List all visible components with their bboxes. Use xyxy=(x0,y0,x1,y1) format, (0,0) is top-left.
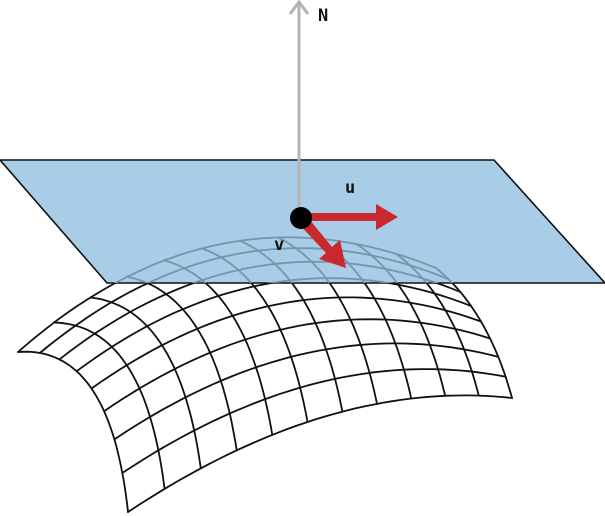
arrow-down-right-icon xyxy=(297,214,346,268)
surface-ghost-grid-meridian xyxy=(126,275,238,283)
u-label: u xyxy=(345,178,355,198)
surface-ghost-grid-meridian xyxy=(355,243,447,283)
surface-ghost-grid-meridian xyxy=(90,298,200,469)
surface-ghost-grid-parallel xyxy=(114,343,498,439)
surface-ghost-grid-meridian xyxy=(395,252,480,283)
surface-ghost-grid-meridian xyxy=(239,239,344,283)
surface-grid-parallel xyxy=(113,342,500,441)
surface-grid-meridian xyxy=(89,296,202,470)
surface-grid-parallel xyxy=(127,394,513,513)
surface-ghost-grid-parallel xyxy=(38,247,450,283)
surface-ghost-grid-parallel xyxy=(58,260,462,283)
normal-label: N xyxy=(318,6,328,26)
normal-vector: N xyxy=(288,0,328,218)
surface-grid-parallel xyxy=(103,318,491,413)
surface-ghost-grid-parallel xyxy=(75,277,472,283)
surface-ghost-grid-meridian xyxy=(277,236,378,283)
surface-grid-parallel xyxy=(75,277,472,373)
surface-ghost-grid-parallel xyxy=(128,395,512,512)
point-of-tangency xyxy=(290,207,312,229)
surface-grid-parallel xyxy=(90,296,482,390)
surface-grid-meridian xyxy=(53,321,166,490)
tangent-vector-v: v xyxy=(274,214,346,268)
arrow-right-icon xyxy=(300,204,398,230)
tangent-vector-u: u xyxy=(300,178,398,230)
surface-ghost-grid-meridian xyxy=(163,259,274,283)
surface-ghost-grid-meridian xyxy=(54,323,165,489)
surface-grid-meridian xyxy=(126,275,238,452)
surface-grid-parallel xyxy=(121,368,507,474)
v-label: v xyxy=(274,235,284,255)
surface-ghost-grid-meridian xyxy=(201,247,309,283)
surface-ghost-grid-parallel xyxy=(17,236,437,283)
